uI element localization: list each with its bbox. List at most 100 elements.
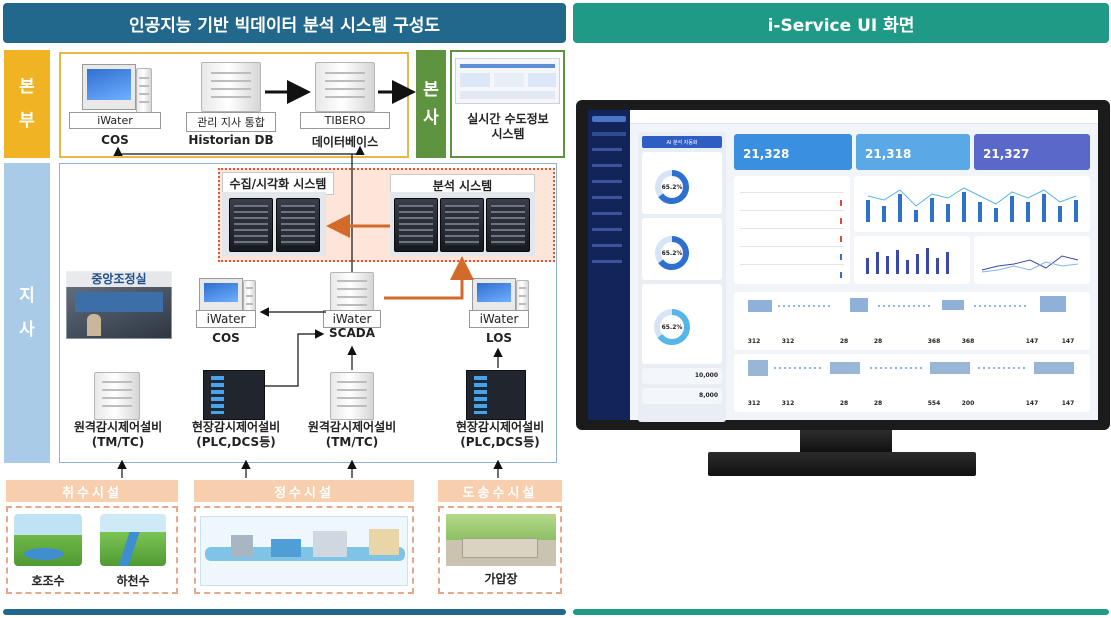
purification-region: [194, 506, 414, 594]
booster-name: 가압장: [484, 572, 518, 586]
facility-value: 28: [839, 338, 849, 345]
kpi-card-1: 21,328: [734, 134, 852, 170]
remote-control-1-name: 원격감시제어설비 (TM/TC): [73, 420, 163, 449]
historian-name: Historian DB: [188, 133, 274, 147]
scada-name: SCADA: [329, 326, 375, 340]
facility-value: 28: [873, 400, 883, 407]
facility-value: 147: [1061, 400, 1075, 407]
donut-card-1: [642, 152, 722, 214]
field-control-2-name: 현장감시제어설비 (PLC,DCS등): [455, 420, 545, 449]
sidebar-item-2[interactable]: [592, 148, 622, 151]
field-control-rack-icon: [203, 370, 265, 420]
line-chart-card: [974, 236, 1090, 284]
analysis-system-title: 분석 시스템: [390, 174, 535, 197]
sidebar-item-6[interactable]: [592, 212, 622, 215]
river-name: 하천수: [116, 574, 150, 588]
los-monitor-icon: [472, 278, 516, 312]
scada-server-icon: [330, 272, 374, 314]
intake-facility-label: 취수시설: [6, 480, 178, 502]
analysis-server-icon: [394, 198, 438, 252]
facility-icons: [748, 296, 1074, 376]
trend-chart: [866, 187, 1078, 222]
facility-value: 147: [1025, 338, 1039, 345]
kpi-value-2: 21,318: [865, 147, 912, 161]
line-chart: [981, 255, 1079, 273]
collect-system-title: 수집/시각화 시스템: [222, 172, 334, 195]
dashboard-screen: AI 분석 자동화 65.2% 65.2% 65.2% 10,000 8,000…: [588, 110, 1098, 422]
field-control-rack-icon: [466, 370, 526, 420]
donut-charts: [654, 170, 690, 345]
right-panel-title: i-Service UI 화면: [573, 3, 1109, 43]
donut-value-2: 65.2%: [661, 250, 683, 257]
collect-server-icon: [276, 198, 320, 252]
los-name: LOS: [485, 331, 513, 345]
side-value-card-1: [642, 368, 722, 384]
side-value-card-2: [642, 388, 722, 404]
facility-value: 200: [961, 400, 975, 407]
donut-value-1: 65.2%: [661, 184, 683, 191]
tibero-box-label: TIBERO: [300, 112, 390, 129]
purification-process-illustration: [200, 516, 408, 586]
tibero-name: 데이터베이스: [311, 135, 379, 149]
kpi-card-3: 21,327: [974, 134, 1090, 170]
hq-side-label: 본 부: [4, 50, 50, 158]
facility-value: 312: [747, 338, 761, 345]
hq-region: [59, 52, 409, 158]
realtime-region: [450, 50, 565, 158]
purification-facility-label: 정수시설: [194, 480, 414, 502]
facility-value: 312: [781, 400, 795, 407]
historian-server-icon: [201, 62, 261, 112]
ai-analysis-button[interactable]: AI 분석 자동화: [642, 136, 722, 148]
remote-control-device-icon: [94, 372, 140, 420]
facility-value: 312: [747, 400, 761, 407]
side-value-2: 8,000: [699, 392, 718, 399]
historian-box-label: 관리 지사 통합: [186, 112, 276, 132]
facility-value: 368: [927, 338, 941, 345]
analysis-server-icon: [440, 198, 484, 252]
facility-value: 312: [781, 338, 795, 345]
cos-monitor-icon: [82, 64, 136, 110]
sidebar-item-7[interactable]: [592, 228, 622, 231]
monitor-neck: [800, 430, 892, 452]
right-bottom-bar: [573, 609, 1109, 615]
field-control-1-name: 현장감시제어설비 (PLC,DCS등): [191, 420, 281, 449]
sidebar-item-9[interactable]: [592, 260, 622, 263]
facility-value: 147: [1061, 338, 1075, 345]
branch-cos-name: COS: [212, 331, 240, 345]
left-bottom-bar: [3, 609, 566, 615]
distribution-facility-label: 도송수시설: [438, 480, 562, 502]
cos-box-label: iWater: [69, 112, 161, 129]
lake-name: 호조수: [31, 574, 65, 588]
cos-tower-icon: [136, 68, 152, 114]
facility-value: 28: [839, 400, 849, 407]
river-illustration: [100, 514, 166, 566]
donut-value-3: 65.2%: [661, 324, 683, 331]
kpi-value-3: 21,327: [983, 147, 1030, 161]
left-panel-title: 인공지능 기반 빅데이터 분석 시스템 구성도: [3, 3, 566, 43]
sidebar-item-5[interactable]: [592, 196, 622, 199]
sidebar-item-4[interactable]: [592, 180, 622, 183]
bar-chart: [866, 248, 949, 274]
sidebar-item-3[interactable]: [592, 164, 622, 167]
kpi-card-2: 21,318: [856, 134, 970, 170]
realtime-screen-thumbnail: [455, 58, 560, 104]
sidebar-item-1[interactable]: [592, 132, 626, 136]
branch-cos-box-label: iWater: [196, 310, 256, 328]
sidebar-item-8[interactable]: [592, 244, 622, 247]
donut-card-2: [642, 218, 722, 280]
collect-server-icon: [229, 198, 273, 252]
tibero-server-icon: [315, 62, 375, 112]
booster-station-photo: [446, 514, 556, 566]
realtime-name: 실시간 수도정보 시스템: [467, 112, 549, 141]
distribution-region: [438, 506, 562, 594]
dashboard-logo: [592, 116, 626, 122]
trend-chart-card: [854, 176, 1090, 232]
dashboard-sidebar: [588, 110, 630, 420]
side-value-1: 10,000: [694, 372, 718, 379]
kpi-value-1: 21,328: [743, 147, 790, 161]
intake-region: [6, 506, 178, 594]
lake-illustration: [14, 514, 82, 566]
facility-row-2: [734, 354, 1090, 412]
monitor-base: [708, 452, 976, 476]
